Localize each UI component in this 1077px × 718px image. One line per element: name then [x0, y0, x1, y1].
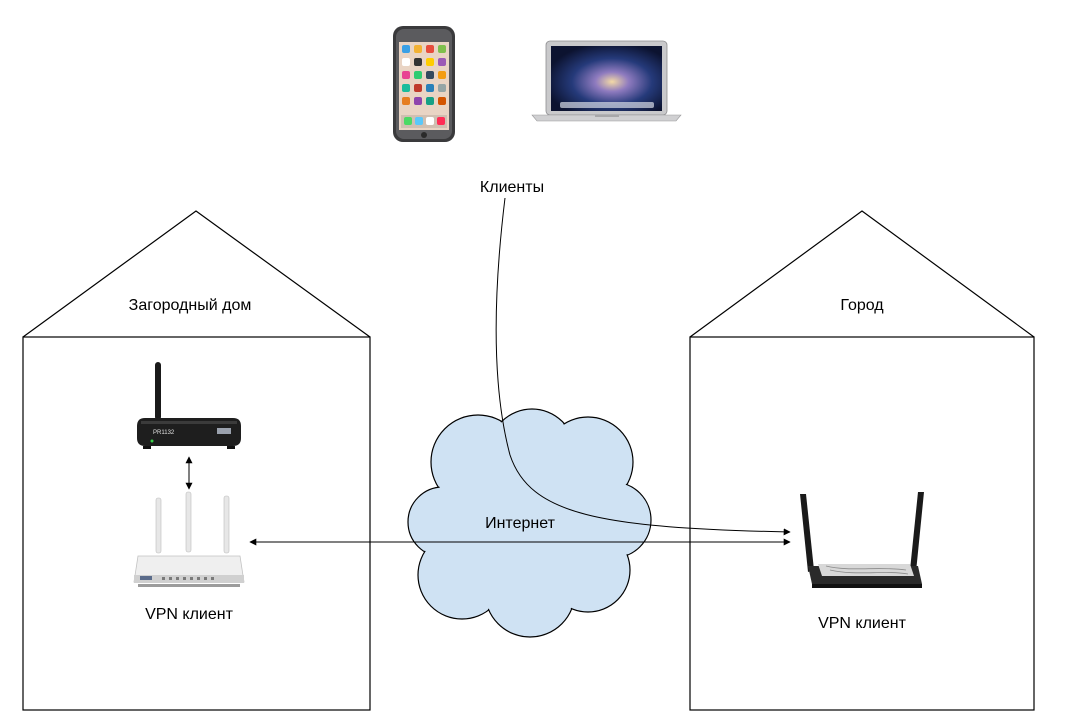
small-router-icon: PR1132 [137, 362, 241, 449]
house-city-label: Город [840, 297, 884, 314]
laptop-icon [531, 40, 682, 122]
internet-label: Интернет [485, 515, 555, 532]
house-country-roof [22, 210, 371, 338]
house-country-label: Загородный дом [129, 297, 252, 314]
right-router-icon [800, 492, 924, 588]
small-router-model-label: PR1132 [153, 430, 175, 436]
left-vpn-client-label: VPN клиент [145, 606, 234, 623]
clients-to-city-link [495, 197, 791, 536]
clients-label: Клиенты [480, 179, 544, 196]
left-router-icon [133, 491, 245, 587]
house-city-roof [689, 210, 1035, 338]
house-country-walls [22, 336, 371, 711]
internet-cloud: Интернет [407, 408, 652, 638]
house-country: Загородный дом [22, 210, 371, 711]
house-city: Город [689, 210, 1035, 711]
right-vpn-client-label: VPN клиент [818, 615, 907, 632]
iphone-icon [393, 26, 455, 142]
house-city-walls [689, 336, 1035, 711]
